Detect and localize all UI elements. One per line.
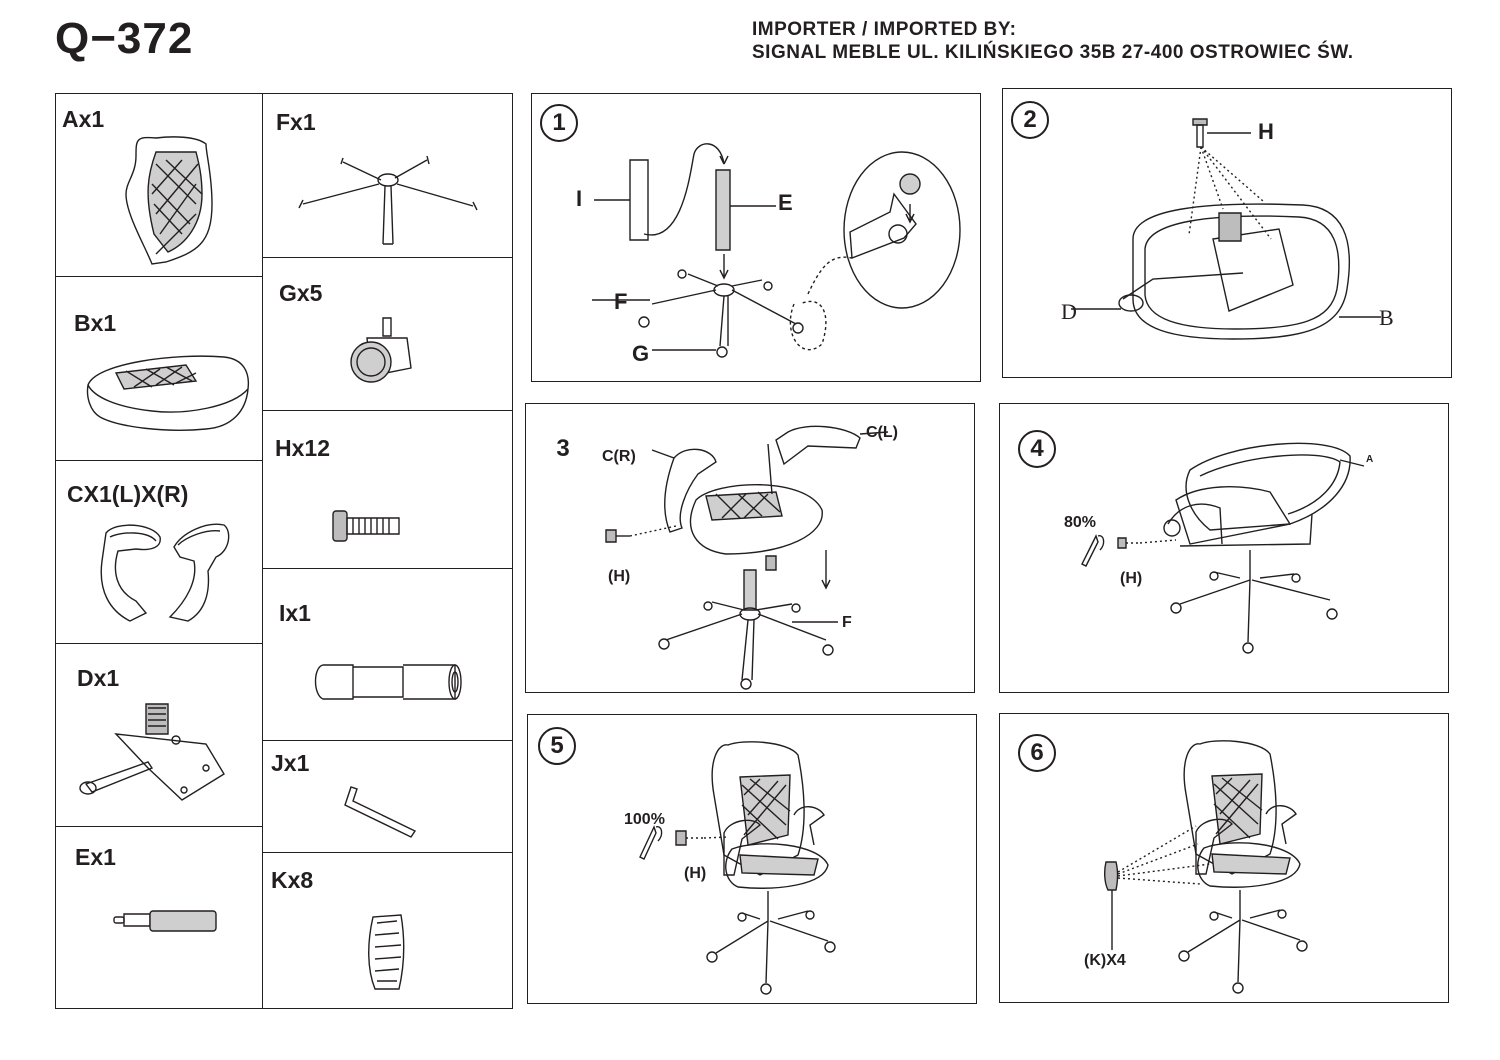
- bolt-cap-illustration: [263, 853, 514, 1010]
- part-d-cell: Dx1: [55, 643, 263, 827]
- part-h-cell: Hx12: [262, 410, 513, 569]
- label-f-base: F: [842, 614, 852, 631]
- label-f: F: [614, 289, 628, 314]
- caster-illustration: [263, 258, 514, 412]
- part-g-label: Gx5: [279, 280, 323, 306]
- part-f-cell: Fx1: [262, 93, 513, 258]
- step-4-illustration: [1000, 404, 1450, 694]
- importer-address: SIGNAL MEBLE UL. KILIŃSKIEGO 35B 27-400 …: [752, 42, 1354, 63]
- seat-cushion-illustration: [56, 277, 264, 462]
- step-5-panel: 5 100% (H): [527, 714, 977, 1004]
- part-h-label: Hx12: [275, 435, 330, 461]
- step-1-number: 1: [540, 104, 578, 142]
- label-g: G: [632, 341, 650, 366]
- step-6-illustration: [1000, 714, 1450, 1004]
- label-h: H: [1258, 119, 1274, 144]
- importer-info: IMPORTER / IMPORTED BY: SIGNAL MEBLE UL.…: [752, 18, 1354, 64]
- step-3-panel: 3 C(R) C(L) (H) F: [525, 403, 975, 693]
- step-2-illustration: [1003, 89, 1453, 379]
- part-a-label: Ax1: [62, 106, 105, 132]
- part-c-label: CX1(L)X(R): [67, 481, 189, 507]
- bolt-illustration: [263, 411, 514, 570]
- label-d: D: [1061, 299, 1077, 324]
- part-b-label: Bx1: [74, 310, 117, 336]
- label-100-percent: 100%: [624, 811, 665, 828]
- part-i-cell: Ix1: [262, 568, 513, 741]
- step-6-number: 6: [1018, 734, 1056, 772]
- backrest-illustration: [56, 94, 264, 278]
- label-b: B: [1379, 305, 1394, 330]
- step-4-number: 4: [1018, 430, 1056, 468]
- label-i: I: [576, 186, 583, 211]
- model-title: Q−372: [55, 14, 194, 63]
- star-base-illustration: [263, 94, 514, 259]
- label-k-x4: (K)X4: [1084, 952, 1126, 969]
- step-1-panel: 1 I E F G: [531, 93, 981, 382]
- importer-heading: IMPORTER / IMPORTED BY:: [752, 19, 1017, 40]
- part-a-cell: Ax1: [55, 93, 263, 277]
- part-b-cell: Bx1: [55, 276, 263, 461]
- part-k-label: Kx8: [271, 867, 314, 893]
- part-c-cell: CX1(L)X(R): [55, 460, 263, 644]
- part-k-cell: Kx8: [262, 852, 513, 1009]
- armrests-illustration: [56, 461, 264, 645]
- label-e: E: [778, 190, 793, 215]
- part-f-label: Fx1: [276, 109, 316, 135]
- label-h-bolt: (H): [1120, 570, 1143, 587]
- step-3-number: 3: [556, 435, 570, 462]
- part-d-label: Dx1: [77, 665, 120, 691]
- step-1-illustration: [532, 94, 982, 383]
- step-5-number: 5: [538, 727, 576, 765]
- label-c-right: C(R): [602, 448, 636, 465]
- allen-key-illustration: [263, 741, 514, 854]
- part-j-label: Jx1: [271, 750, 310, 776]
- label-a: A: [1366, 454, 1374, 465]
- label-80-percent: 80%: [1064, 514, 1097, 531]
- step-4-panel: 4 80% (H) A: [999, 403, 1449, 693]
- cover-tube-illustration: [263, 569, 514, 742]
- gas-lift-illustration: [56, 827, 264, 1010]
- part-g-cell: Gx5: [262, 257, 513, 411]
- part-e-cell: Ex1: [55, 826, 263, 1009]
- part-j-cell: Jx1: [262, 740, 513, 853]
- step-5-illustration: [528, 715, 978, 1005]
- step-3-illustration: [526, 404, 976, 694]
- part-e-label: Ex1: [75, 844, 116, 870]
- seat-mechanism-illustration: [56, 644, 264, 828]
- step-6-panel: 6 (K)X4: [999, 713, 1449, 1003]
- part-i-label: Ix1: [279, 600, 311, 626]
- step-2-panel: 2 H D B: [1002, 88, 1452, 378]
- label-h-bolt: (H): [684, 865, 707, 882]
- label-h-bolt: (H): [608, 568, 631, 585]
- step-2-number: 2: [1011, 101, 1049, 139]
